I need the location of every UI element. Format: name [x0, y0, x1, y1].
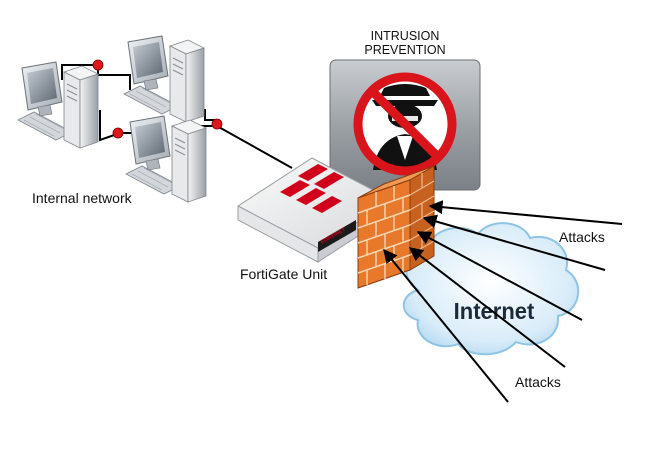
banner-title-line2: PREVENTION [364, 43, 445, 57]
desktop-computer-icon [123, 35, 205, 123]
desktop-computer-icon [125, 115, 207, 203]
attack-arrows [383, 200, 623, 403]
network-node-dot [112, 127, 124, 139]
internet-cloud-icon: Internet [402, 222, 580, 356]
fortigate-unit-label: FortiGate Unit [240, 266, 327, 282]
attack-arrow [416, 231, 583, 321]
attacks-label-top: Attacks [559, 229, 605, 245]
network-node-dot [92, 59, 104, 71]
no-intruder-icon [329, 59, 481, 191]
attack-arrow [428, 200, 623, 225]
attack-arrow [422, 214, 606, 271]
network-node-dot [211, 118, 223, 130]
banner-title-line1: INTRUSION [371, 29, 440, 43]
attacks-label-bottom: Attacks [515, 374, 561, 390]
internal-network-label: Internal network [32, 190, 133, 206]
network-cables [61, 59, 293, 169]
desktop-computer-icon [17, 61, 99, 149]
attack-arrow [408, 247, 566, 368]
attack-arrow [383, 248, 509, 403]
